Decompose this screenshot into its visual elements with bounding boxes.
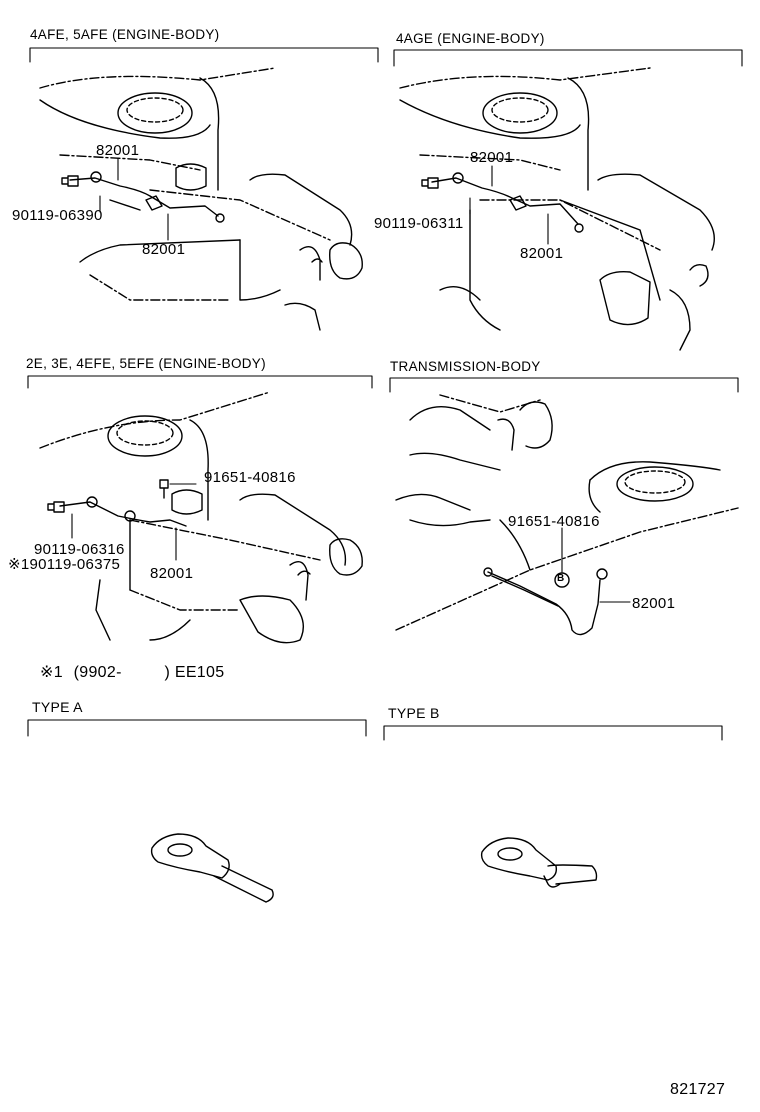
marker-b-circle <box>554 572 570 588</box>
transmission-drawing <box>395 394 739 636</box>
type-a-title: TYPE A <box>32 699 83 715</box>
bolt-icon <box>47 501 65 513</box>
part-number-label: 82001 <box>150 565 194 582</box>
engine-drawing-ml <box>39 391 363 644</box>
marker-b-label: B <box>557 573 565 584</box>
part-number-label: 82001 <box>142 241 186 258</box>
bolt-icon <box>61 175 79 187</box>
engine-drawing-tr <box>399 67 715 351</box>
part-number-label: 90119-06390 <box>12 207 103 224</box>
footnote-mark: ※1 <box>40 664 63 681</box>
footnote-code: EE105 <box>174 664 225 681</box>
part-number-label: 91651-40816 <box>508 513 600 530</box>
section-title-tl: 4AFE, 5AFE (ENGINE-BODY) <box>30 27 220 42</box>
section-title-tr: 4AGE (ENGINE-BODY) <box>396 31 545 46</box>
part-number-label: 90119-06316 <box>34 541 125 558</box>
type-b-title: TYPE B <box>388 705 440 721</box>
ground-strap-wire <box>487 571 601 636</box>
ring-terminal-icon <box>480 837 598 888</box>
part-number-label: 82001 <box>96 142 140 159</box>
part-number-label: 82001 <box>632 595 676 612</box>
footnote: ※1 (9902- ) EE105 <box>40 665 224 681</box>
figure-id: 821727 <box>670 1081 726 1098</box>
footnote-close: ) <box>164 664 171 681</box>
part-number-label: ※190119-06375 <box>8 556 121 573</box>
part-number-label: 90119-06311 <box>374 215 464 232</box>
footnote-text: (9902- <box>73 664 122 681</box>
section-title-ml: 2E, 3E, 4EFE, 5EFE (ENGINE-BODY) <box>26 356 266 371</box>
engine-drawing-tl <box>39 67 363 331</box>
part-number-label: 82001 <box>520 245 564 262</box>
part-number-label: 91651-40816 <box>204 469 296 486</box>
section-title-mr: TRANSMISSION-BODY <box>390 359 541 374</box>
ground-strap-wire <box>59 501 187 527</box>
ground-strap-wire <box>431 177 579 225</box>
bolt-icon <box>159 479 169 499</box>
bolt-icon <box>421 177 439 189</box>
part-number-label: 82001 <box>470 149 514 166</box>
ring-terminal-icon <box>150 833 274 903</box>
section-brackets <box>27 47 743 741</box>
